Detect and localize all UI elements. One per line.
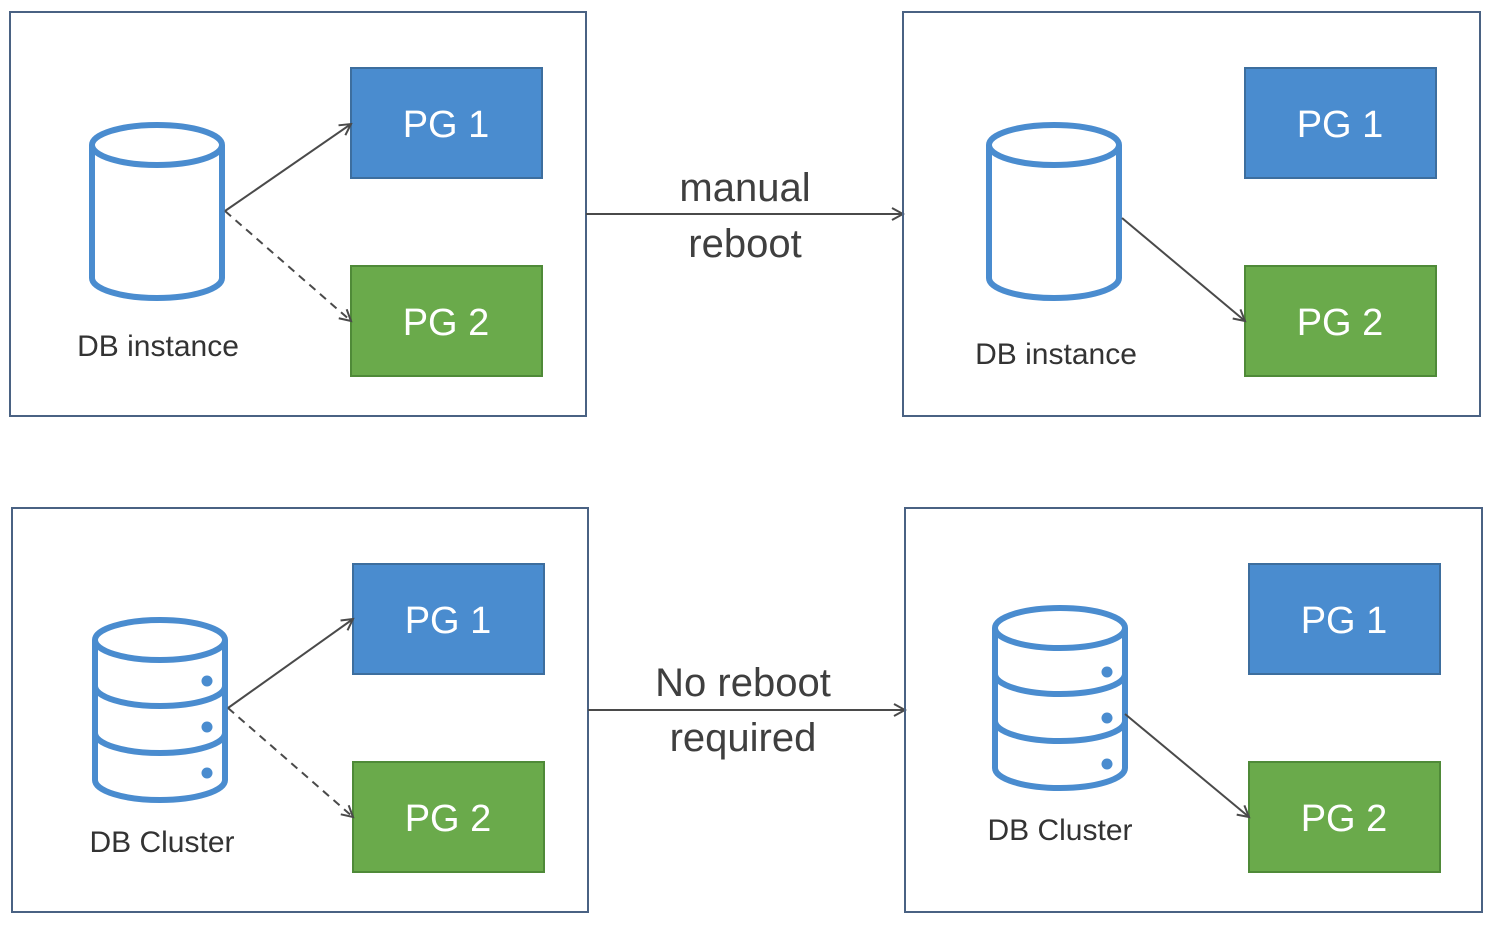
transition-label-line2: reboot (688, 222, 801, 266)
panel-frame (902, 11, 1481, 417)
pg2-box (1244, 265, 1437, 377)
top-transition: manual reboot (586, 166, 903, 266)
top-right-panel: DB instance PG 1 PG 2 (902, 11, 1481, 417)
pg1-label: PG 1 (1297, 104, 1384, 146)
database-cylinder-icon (986, 122, 1122, 301)
active-connection-arrow (224, 124, 351, 212)
pg1-label: PG 1 (1301, 600, 1388, 642)
pg1-box (1248, 563, 1441, 675)
bottom-left-panel: DB Cluster PG 1 PG 2 (11, 507, 589, 913)
pg2-label: PG 2 (405, 798, 492, 840)
active-connection-arrow (1124, 713, 1249, 817)
database-cylinder-icon (89, 122, 225, 301)
db-label: DB Cluster (89, 826, 234, 859)
transition-label-line1: No reboot (655, 661, 831, 705)
pg2-box (350, 265, 543, 377)
transition-label-line1: manual (679, 166, 810, 210)
bottom-transition: No reboot required (588, 661, 905, 760)
database-cluster-icon (92, 617, 228, 803)
panel-frame (904, 507, 1483, 913)
db-label: DB Cluster (987, 814, 1132, 847)
bottom-right-panel: DB Cluster PG 1 PG 2 (904, 507, 1483, 913)
pending-connection-arrow (224, 210, 351, 321)
db-label: DB instance (975, 338, 1137, 371)
pg2-label: PG 2 (403, 302, 490, 344)
active-connection-arrow (1121, 217, 1245, 321)
pg1-label: PG 1 (403, 104, 490, 146)
top-left-panel: DB instance PG 1 PG 2 (9, 11, 587, 417)
pg2-box (352, 761, 545, 873)
pg2-label: PG 2 (1301, 798, 1388, 840)
database-cluster-icon (992, 605, 1128, 791)
pg1-box (352, 563, 545, 675)
pg1-label: PG 1 (405, 600, 492, 642)
pending-connection-arrow (227, 707, 353, 817)
pg2-label: PG 2 (1297, 302, 1384, 344)
transition-label-line2: required (670, 716, 817, 760)
db-label: DB instance (77, 330, 239, 363)
pg1-box (350, 67, 543, 179)
pg1-box (1244, 67, 1437, 179)
active-connection-arrow (227, 619, 353, 709)
